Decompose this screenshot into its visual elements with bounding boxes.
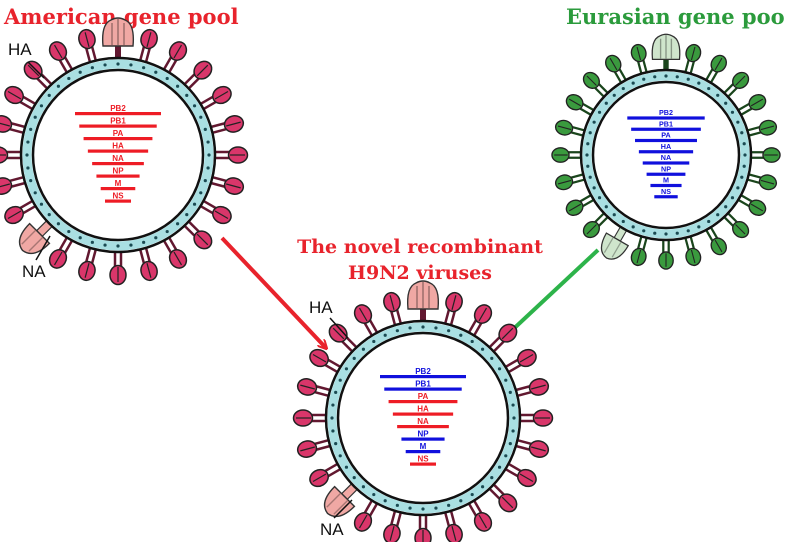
label-na-recombinant: NA (320, 520, 344, 539)
segment-np: NP (401, 429, 445, 441)
segment-label: NP (661, 164, 671, 173)
segment-ha: HA (87, 141, 149, 153)
segment-label: HA (112, 141, 124, 150)
segment-label: PB1 (415, 379, 431, 388)
recombinant-title-line2: H9N2 viruses (348, 262, 492, 284)
title-eurasian-gene-pool: Eurasian gene pool (566, 4, 785, 29)
ha-spike (551, 147, 583, 163)
segment-label: HA (661, 142, 671, 151)
segment-label: M (420, 442, 427, 451)
segment-ns: NS (105, 191, 131, 203)
segment-label: NP (112, 166, 124, 175)
segment-pa: PA (83, 129, 153, 141)
ha-spike (487, 482, 518, 513)
ha-spike (208, 115, 245, 135)
ha-spike (414, 513, 432, 542)
segment-pa: PA (388, 392, 458, 404)
ha-spike (582, 210, 611, 239)
segment-ns: NS (410, 454, 436, 466)
ha-spike (109, 250, 127, 286)
segment-na: NA (92, 154, 144, 166)
segment-label: PA (113, 129, 124, 138)
segment-m: M (405, 442, 441, 454)
label-leader-lines (27, 61, 353, 519)
ha-spike (518, 409, 554, 427)
label-ha-recombinant: HA (309, 298, 333, 317)
segment-na: NA (397, 417, 449, 429)
ha-spike (23, 60, 54, 91)
segment-pb1: PB1 (631, 119, 701, 131)
segment-label: PB1 (659, 119, 673, 128)
segment-label: NS (661, 187, 671, 196)
ha-trimer-spike (406, 280, 440, 323)
segment-label: HA (417, 404, 429, 413)
leader-na-american (35, 235, 51, 261)
segment-label: NP (417, 429, 429, 438)
leader-ha-american (27, 61, 45, 79)
segment-label: NA (417, 417, 429, 426)
segment-label: PB1 (110, 116, 126, 125)
segment-pb1: PB1 (384, 379, 462, 391)
recombinant-title-line1: The novel recombinant (297, 236, 543, 258)
segment-na: NA (642, 153, 690, 165)
ha-spike (213, 146, 249, 164)
segment-label: NA (661, 153, 671, 162)
segment-np: NP (646, 164, 686, 176)
ha-spike (630, 234, 649, 267)
arrows (220, 236, 600, 348)
label-ha-american: HA (8, 40, 32, 59)
ha-spike (658, 238, 674, 270)
segment-m: M (650, 176, 682, 188)
ha-spike (0, 146, 23, 164)
segment-label: PA (661, 131, 670, 140)
arrow-eurasian-to-recombinant (508, 248, 600, 334)
ha-spike (383, 508, 403, 542)
segment-label: NS (417, 454, 429, 463)
segment-pb1: PB1 (79, 116, 157, 128)
segment-pb2: PB2 (75, 104, 161, 116)
segment-ha: HA (638, 142, 694, 154)
segment-pa: PA (635, 131, 697, 143)
segment-ha: HA (392, 404, 454, 416)
segment-label: PB2 (110, 104, 126, 113)
ha-spike (292, 409, 328, 427)
ha-spike (554, 119, 587, 138)
ha-spike (353, 304, 380, 338)
recombinant-title: The novel recombinant H9N2 viruses (250, 234, 590, 286)
viruses: PB2PB1PAHANANPMNSPB2PB1PAHANANPMNSPB2PB1… (0, 17, 781, 542)
leader-ha-recombinant (329, 317, 349, 339)
segment-label: M (663, 176, 669, 185)
segment-label: PB2 (659, 108, 673, 117)
segment-label: NS (112, 191, 124, 200)
ha-trimer-spike (651, 33, 681, 72)
arrow-american-to-recombinant (220, 236, 326, 348)
ha-spike (161, 41, 188, 75)
segment-ns: NS (654, 187, 678, 199)
segment-label: PA (418, 392, 429, 401)
segment-label: PB2 (415, 367, 431, 376)
segment-label: M (115, 179, 122, 188)
ha-spike (735, 193, 767, 216)
label-na-american: NA (22, 262, 46, 281)
segment-label: NA (112, 154, 124, 163)
ha-trimer-spike (101, 17, 135, 60)
leader-na-recombinant (333, 499, 353, 519)
segment-pb2: PB2 (627, 108, 705, 120)
ha-spike (443, 508, 463, 542)
segment-m: M (100, 179, 136, 191)
segment-np: NP (96, 166, 140, 178)
segment-pb2: PB2 (380, 367, 466, 379)
ha-spike (138, 245, 158, 282)
ha-spike (749, 147, 781, 163)
